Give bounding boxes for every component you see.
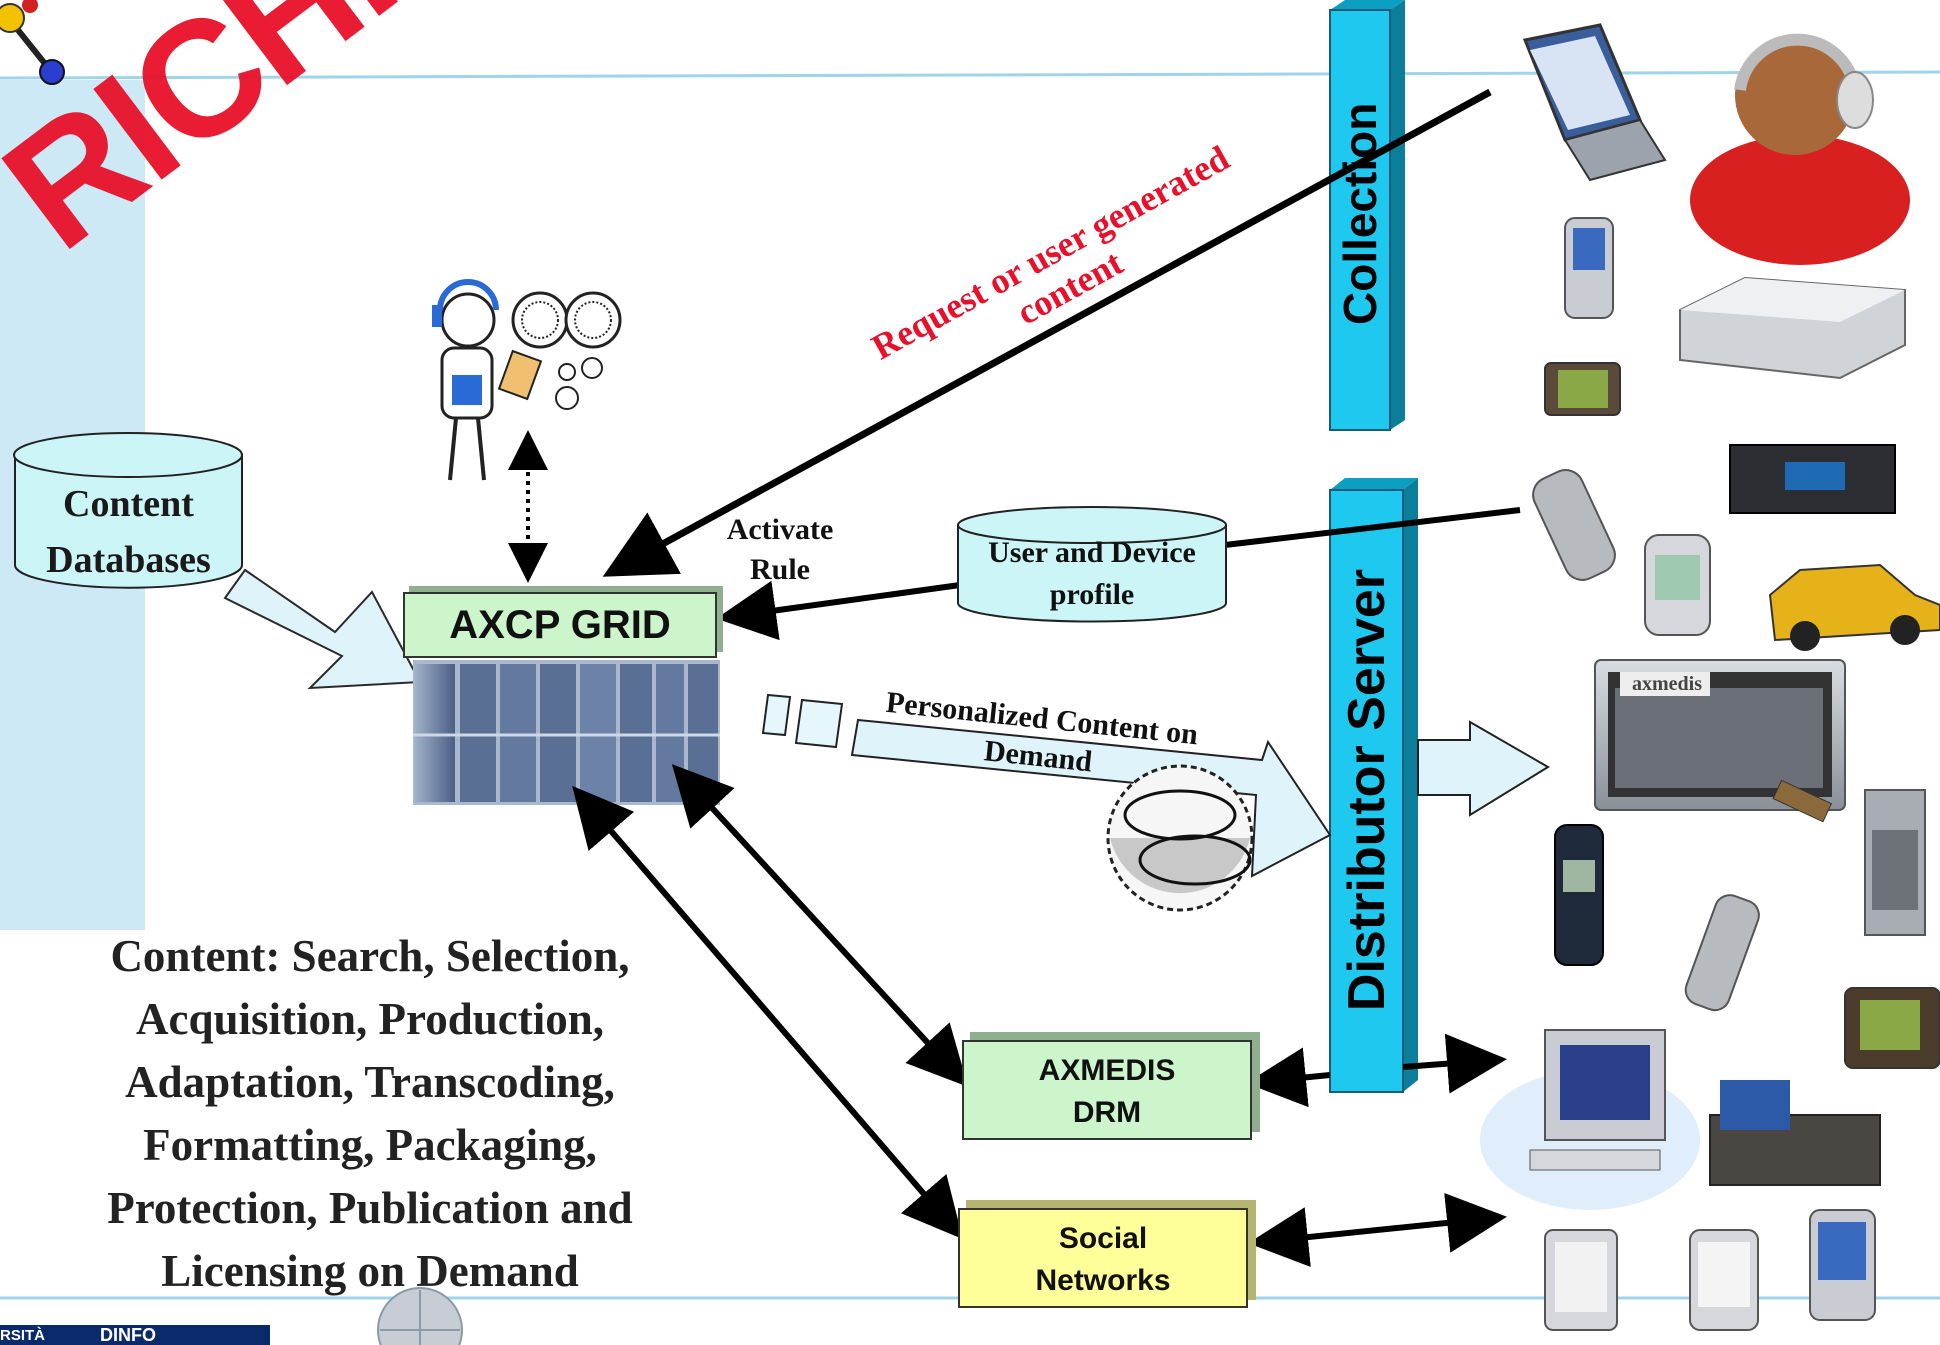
- remote-icon: [1772, 779, 1833, 823]
- social-networks-box: Social Networks: [958, 1208, 1248, 1308]
- pda-icon-2: [1644, 534, 1711, 636]
- molecule-logo-icon: [0, 0, 65, 85]
- pda-icon-1: [1564, 217, 1614, 319]
- axcp-drm-arrow: [671, 764, 969, 1087]
- operator-with-gauges-icon: [432, 279, 622, 481]
- social-line2: Networks: [1035, 1264, 1171, 1297]
- footer-dept: DINFO: [100, 1325, 156, 1345]
- drm-line1: AXMEDIS: [1038, 1054, 1176, 1087]
- content-databases-cylinder: [13, 432, 243, 589]
- settop-box-icon: [1679, 276, 1906, 380]
- content-ops-line-2: Acquisition, Production,: [136, 994, 604, 1044]
- content-ops-line-4: Formatting, Packaging,: [143, 1120, 597, 1170]
- user-avatar-icon: [1690, 33, 1910, 265]
- social-line1: Social: [1058, 1222, 1148, 1255]
- laptop-icon: [1522, 23, 1667, 182]
- handheld-tv-icon: [1544, 362, 1621, 416]
- flip-phone-icon-1: [1532, 469, 1616, 581]
- content-ops-line-1: Content: Search, Selection,: [110, 931, 630, 981]
- packet-box-2: [794, 698, 844, 749]
- collection-bar: [1329, 0, 1405, 431]
- request-arrow: [602, 88, 1492, 577]
- disit-globe-logo-icon: [377, 1287, 463, 1345]
- axmedis-drm-box: AXMEDIS DRM: [962, 1040, 1252, 1140]
- packet-box-1: [761, 693, 792, 737]
- content-ops-line-6: Licensing on Demand: [161, 1246, 579, 1296]
- content-operations-text: Content: Search, Selection, Acquisition,…: [30, 925, 710, 1303]
- collection-label: Collection: [1334, 102, 1386, 325]
- pda-icon-5: [1809, 1209, 1876, 1321]
- content-databases-line1: Content: [63, 483, 194, 525]
- distributor-bar: [1329, 478, 1418, 1093]
- tv-brand-label: axmedis: [1632, 673, 1702, 695]
- pda-icon-3: [1544, 1229, 1618, 1331]
- dvd-player-icon: [1709, 1080, 1881, 1186]
- car-icon: [1768, 563, 1940, 651]
- activate-rule-arrow: [716, 580, 961, 641]
- footer-blue-bar: [0, 1325, 270, 1345]
- content-databases-label: Content Databases: [15, 476, 242, 588]
- pda-icon-4: [1689, 1229, 1759, 1331]
- profile-line2: profile: [1049, 578, 1135, 611]
- content-ops-line-3: Adaptation, Transcoding,: [125, 1057, 615, 1107]
- content-databases-line2: Databases: [46, 539, 211, 581]
- portable-player-icon: [1844, 987, 1940, 1069]
- profile-device-line: [1224, 507, 1521, 548]
- drm-line2: DRM: [1072, 1096, 1142, 1129]
- footer-university: RSITÀ: [0, 1327, 45, 1344]
- gear-disc-icon: [1106, 764, 1254, 912]
- content-ops-line-5: Protection, Publication and: [107, 1183, 633, 1233]
- social-devices-arrow: [1248, 1193, 1507, 1267]
- drm-distributor-arrow: [1246, 1047, 1331, 1108]
- activate-rule-label: Activate Rule: [700, 510, 860, 590]
- car-radio-icon: [1729, 444, 1896, 514]
- television-icon: [1594, 659, 1846, 811]
- axcp-grid-box: AXCP GRID: [403, 592, 717, 658]
- desktop-computer-icon: [1480, 1029, 1700, 1210]
- tower-server-icon: [1864, 789, 1926, 936]
- profile-cylinder: [957, 506, 1227, 623]
- profile-line1: User and Device: [988, 536, 1196, 569]
- db-to-axcp-arrow: [223, 568, 422, 690]
- activate-rule-line1: Activate: [726, 513, 834, 546]
- axcp-social-arrow: [572, 785, 963, 1240]
- activate-rule-line2: Rule: [750, 553, 810, 586]
- mobile-phone-icon: [1554, 824, 1604, 966]
- flip-phone-icon-2: [1684, 894, 1760, 1012]
- server-rack: [413, 660, 720, 805]
- distributor-to-tv-arrow: [1417, 720, 1550, 817]
- profile-label: User and Device profile: [958, 532, 1226, 616]
- distributor-devices-arrow: [1402, 1033, 1507, 1094]
- distributor-server-label: Distributor Server: [1338, 568, 1396, 1012]
- personalized-arrow: [850, 718, 1332, 878]
